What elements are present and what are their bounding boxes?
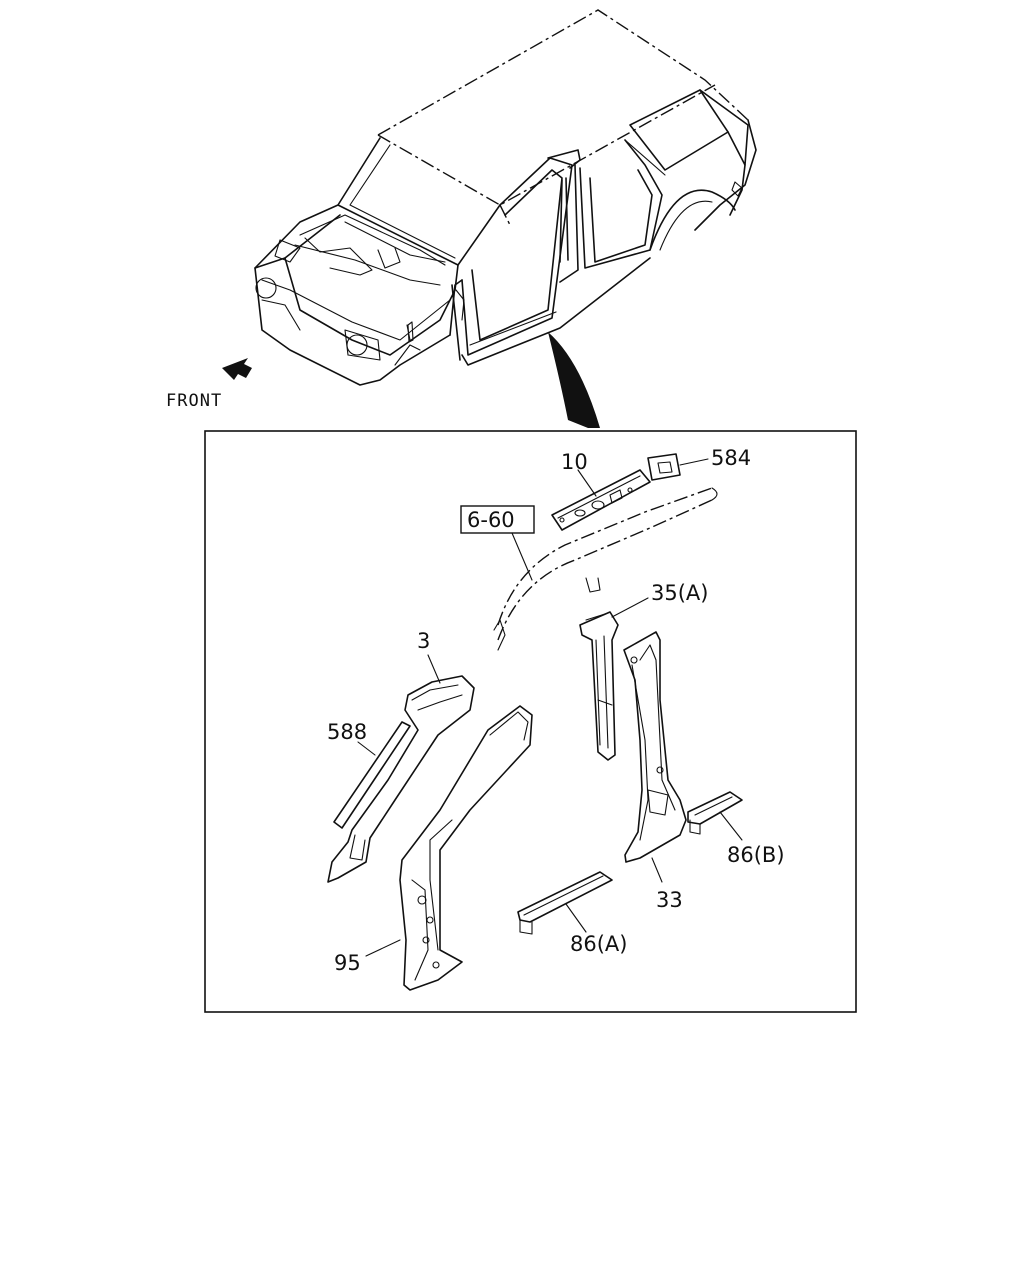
callout-35a: 35(A) bbox=[651, 581, 708, 605]
front-direction-arrow bbox=[222, 358, 252, 380]
pointer-arrow bbox=[548, 332, 600, 428]
part-95-front-pillar-inner bbox=[399, 705, 533, 991]
callout-86a: 86(A) bbox=[570, 932, 627, 956]
callout-33: 33 bbox=[656, 888, 683, 912]
vehicle-body-overview bbox=[254, 9, 757, 386]
front-label: FRONT bbox=[166, 391, 222, 411]
callout-6-60: 6-60 bbox=[467, 508, 515, 532]
part-35a-pillar-reinforcement bbox=[579, 611, 619, 761]
callout-588: 588 bbox=[327, 720, 367, 744]
callout-10: 10 bbox=[561, 450, 588, 474]
part-86b-bracket bbox=[687, 791, 743, 835]
callout-86b: 86(B) bbox=[727, 843, 785, 867]
part-33-center-pillar bbox=[623, 631, 687, 863]
callout-3: 3 bbox=[417, 629, 430, 653]
roof-side-rail bbox=[493, 487, 718, 651]
callout-584: 584 bbox=[711, 446, 751, 470]
part-3-front-pillar bbox=[327, 675, 475, 883]
part-588-strip bbox=[333, 721, 411, 829]
part-584-patch bbox=[647, 453, 681, 481]
part-660-box bbox=[460, 505, 535, 534]
part-10-reinforcement bbox=[551, 469, 651, 531]
part-86a-bracket bbox=[517, 871, 613, 935]
callout-95: 95 bbox=[334, 951, 361, 975]
detail-frame bbox=[204, 430, 857, 1013]
